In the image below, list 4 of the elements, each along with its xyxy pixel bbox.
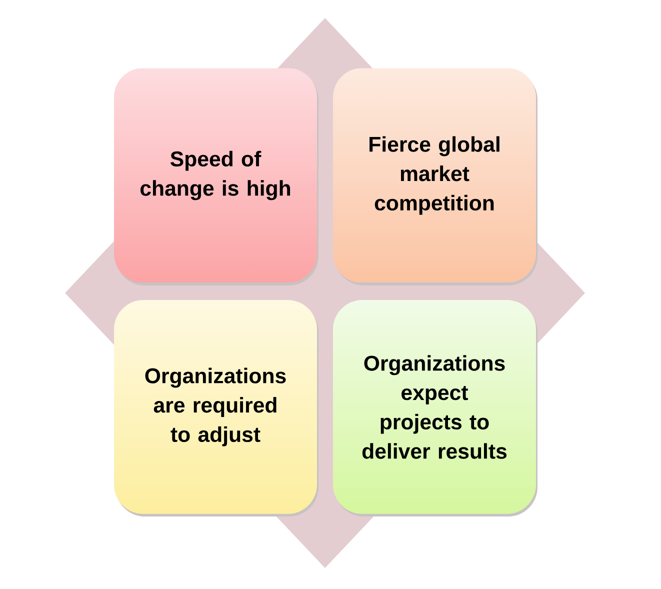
- rounded-box: Organizations expect projects to deliver results: [333, 300, 538, 516]
- rounded-box: Speed of change is high: [114, 68, 318, 286]
- rounded-box: Fierce global market competition: [333, 68, 538, 286]
- rounded-box: Organizations are required to adjust: [114, 300, 318, 516]
